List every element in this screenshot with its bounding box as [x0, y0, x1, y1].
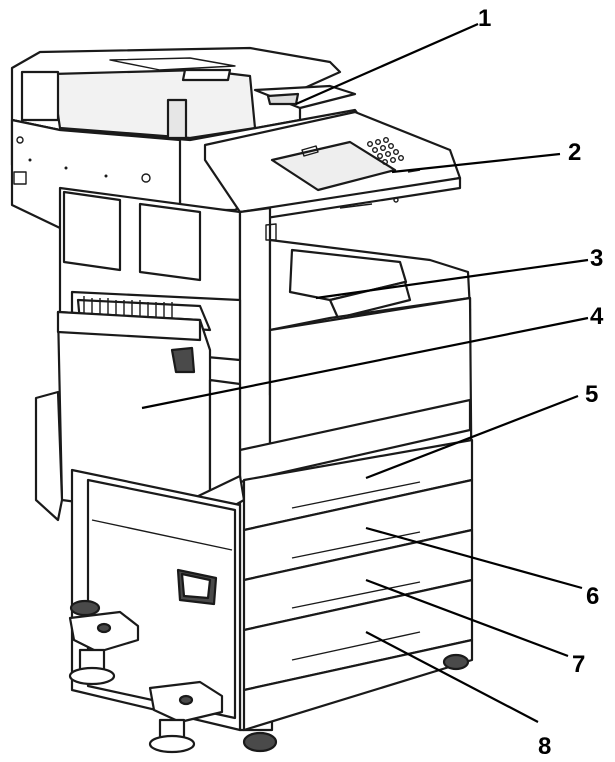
leader-4	[141, 316, 589, 410]
callout-4: 4	[590, 303, 604, 330]
stabilizer-foot-left	[68, 610, 140, 686]
callout-labels: 1 2 3 4 5 6 7 8	[478, 5, 604, 760]
callout-5: 5	[585, 381, 598, 408]
multipurpose-feeder[interactable]	[34, 310, 246, 524]
callout-3: 3	[590, 245, 603, 272]
callout-leaders	[141, 22, 589, 723]
keypad[interactable]	[367, 136, 405, 165]
leader-1	[295, 22, 479, 106]
callout-1: 1	[478, 5, 491, 32]
callout-2: 2	[568, 139, 581, 166]
casters	[69, 599, 470, 753]
control-panel[interactable]	[203, 110, 462, 224]
leader-3	[315, 258, 589, 300]
leader-5	[365, 394, 579, 480]
leader-6	[365, 526, 583, 590]
stabilizer-foot-right	[148, 680, 224, 754]
leader-8	[365, 631, 539, 723]
trays	[242, 438, 474, 732]
callout-8: 8	[538, 733, 551, 760]
callout-6: 6	[586, 583, 599, 610]
leader-2	[391, 152, 561, 174]
leader-7	[365, 578, 569, 658]
callout-7: 7	[572, 651, 585, 678]
printer-illustration	[10, 46, 474, 754]
document-feeder	[10, 46, 357, 142]
